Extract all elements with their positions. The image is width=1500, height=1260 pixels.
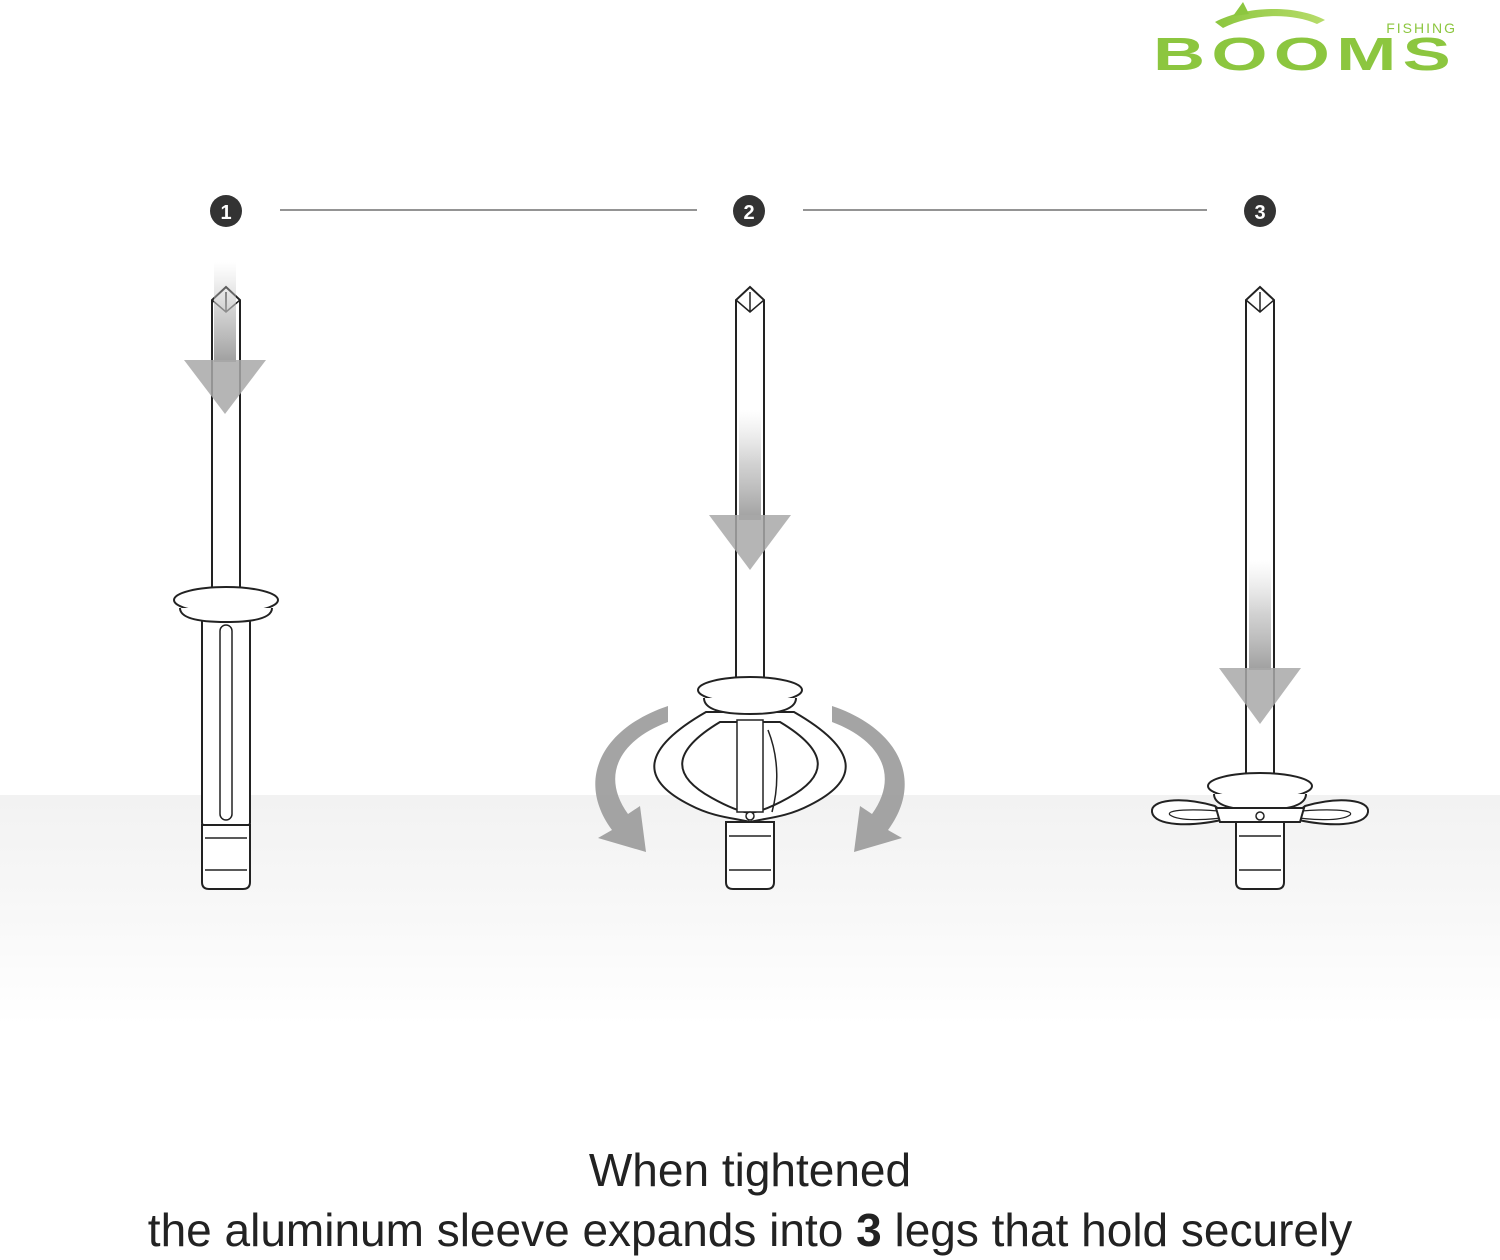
caption-line-2-start: the aluminum sleeve expands into xyxy=(147,1204,857,1256)
rivet-step-1 xyxy=(173,285,279,890)
rivet-installation-diagram: 1 2 3 xyxy=(173,195,1369,890)
rotate-left-arrow-icon xyxy=(595,706,668,852)
step-badge: 2 xyxy=(733,195,765,227)
step-badge: 3 xyxy=(1244,195,1276,227)
down-arrow-icon xyxy=(184,262,266,414)
svg-text:2: 2 xyxy=(743,202,754,224)
booms-fishing-logo: FISHING BOOMS xyxy=(1153,2,1457,80)
logo-wordmark: BOOMS xyxy=(1153,28,1457,80)
caption-leg-count: 3 xyxy=(856,1204,882,1256)
rotate-right-arrow-icon xyxy=(832,706,905,852)
caption-line-2: the aluminum sleeve expands into 3 legs … xyxy=(0,1200,1500,1260)
svg-text:3: 3 xyxy=(1254,202,1265,224)
step-badge: 1 xyxy=(210,195,242,227)
svg-text:1: 1 xyxy=(220,202,231,224)
rivet-step-2 xyxy=(653,285,847,890)
fish-fin-icon xyxy=(1233,2,1249,16)
logo-tagline: FISHING xyxy=(1386,20,1457,36)
caption-line-1: When tightened xyxy=(588,1144,912,1196)
caption-line-2-end: legs that hold securely xyxy=(881,1204,1353,1256)
down-arrow-icon xyxy=(1219,560,1301,724)
caption: When tightened the aluminum sleeve expan… xyxy=(0,1140,1500,1260)
down-arrow-icon xyxy=(709,410,791,570)
